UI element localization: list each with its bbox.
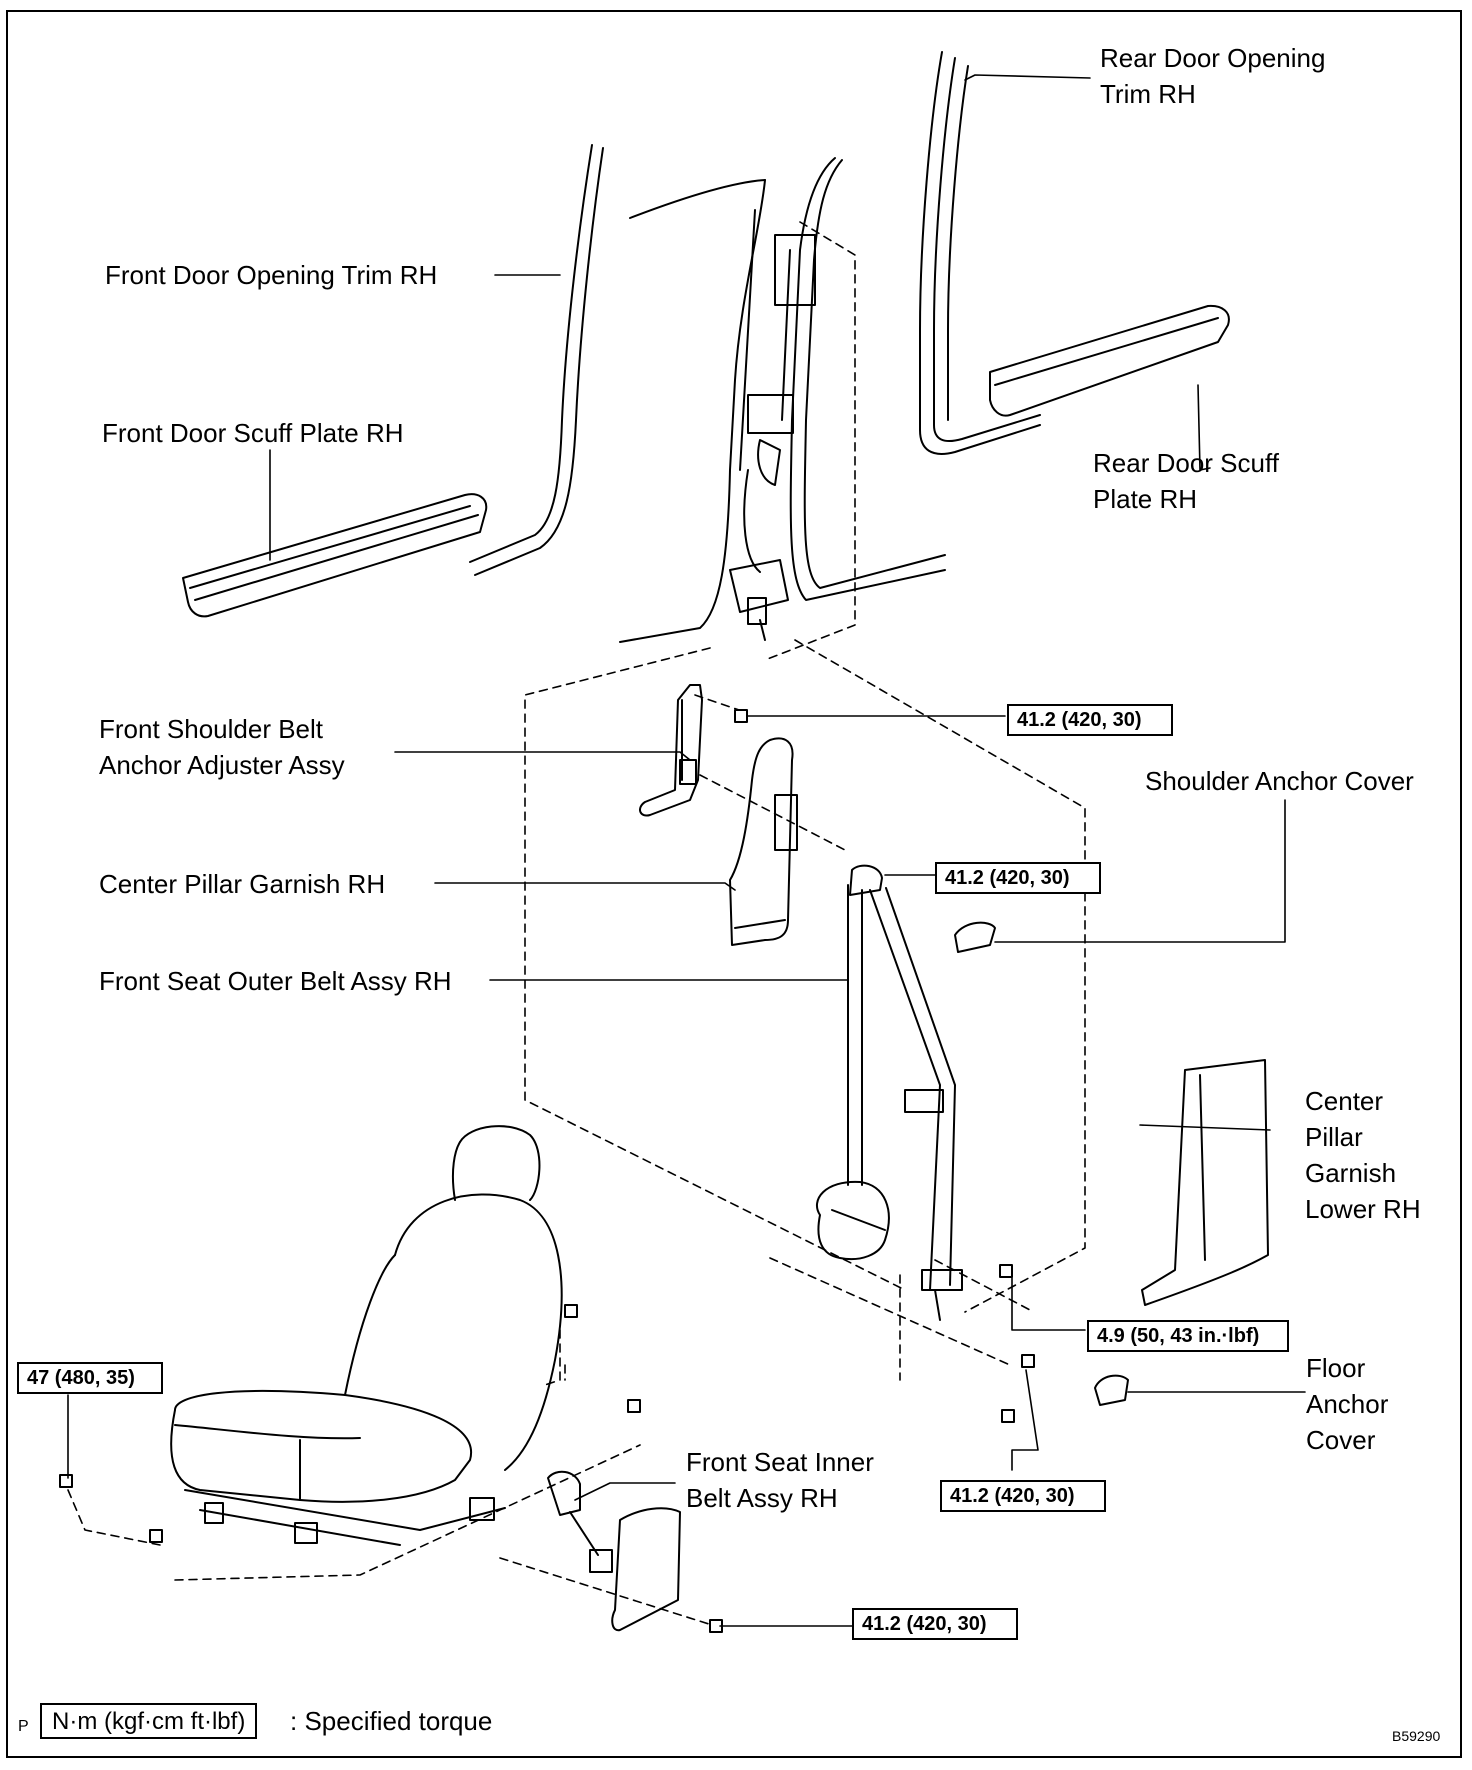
label-center-pillar-garnish-lower: Center Pillar Garnish Lower RH [1305,1086,1421,1224]
center-pillar-garnish-shape [729,737,798,946]
label-front-seat-outer-belt: Front Seat Outer Belt Assy RH [99,966,452,996]
torque-shoulder-anchor-bolt: 41.2 (420, 30) [935,862,1101,894]
figure-code: B59290 [1392,1728,1441,1744]
shoulder-anchor-cover-shape [954,921,996,953]
label-center-pillar-garnish: Center Pillar Garnish RH [99,869,386,899]
bolts [59,709,1035,1633]
label-floor-anchor-cover: Floor Anchor Cover [1306,1353,1389,1455]
label-rear-door-opening-trim: Rear Door Opening Trim RH [1100,43,1326,109]
torque-lower-mid-bolt: 4.9 (50, 43 in.·lbf) [1087,1320,1289,1352]
center-pillar-garnish-lower-shape [1141,1059,1269,1306]
outer-belt-shape [815,864,963,1321]
seat-dashed-guide [67,1329,713,1626]
inner-belt-shape [547,1470,681,1632]
leader-lines [67,74,1306,1627]
label-rear-door-scuff-plate: Rear Door Scuff Plate RH [1093,448,1279,514]
front-seat-shape [170,1125,563,1546]
front-door-opening-trim-shape [469,144,604,576]
torque-seat-bolts: 47 (480, 35) [17,1362,163,1394]
label-front-door-scuff-plate: Front Door Scuff Plate RH [102,418,404,448]
anchor-adjuster-shape [639,684,703,817]
rear-door-scuff-plate-shape [989,304,1230,417]
label-front-door-opening-trim: Front Door Opening Trim RH [105,260,438,290]
rear-door-opening-trim-shape [919,51,1041,455]
torque-adjuster-bolt: 41.2 (420, 30) [1007,704,1173,736]
label-front-seat-inner-belt: Front Seat Inner Belt Assy RH [686,1447,874,1513]
pillar-dashed-guide [524,221,1086,1381]
legend-text: : Specified torque [290,1706,493,1736]
label-shoulder-anchor-cover: Shoulder Anchor Cover [1145,766,1414,796]
legend-unit-box: N·m (kgf·cm ft·lbf) [40,1703,258,1739]
diagram-frame [6,10,1462,1758]
label-front-shoulder-belt-adjuster: Front Shoulder Belt Anchor Adjuster Assy [99,714,345,780]
torque-floor-anchor-bolts: 41.2 (420, 30) [940,1480,1106,1512]
center-pillar-body [619,157,946,643]
floor-anchor-cover-shape [1094,1374,1129,1406]
front-door-scuff-plate-shape [182,493,488,618]
torque-inner-belt-bolt: 41.2 (420, 30) [852,1608,1018,1640]
corner-letter: P [18,1718,29,1735]
